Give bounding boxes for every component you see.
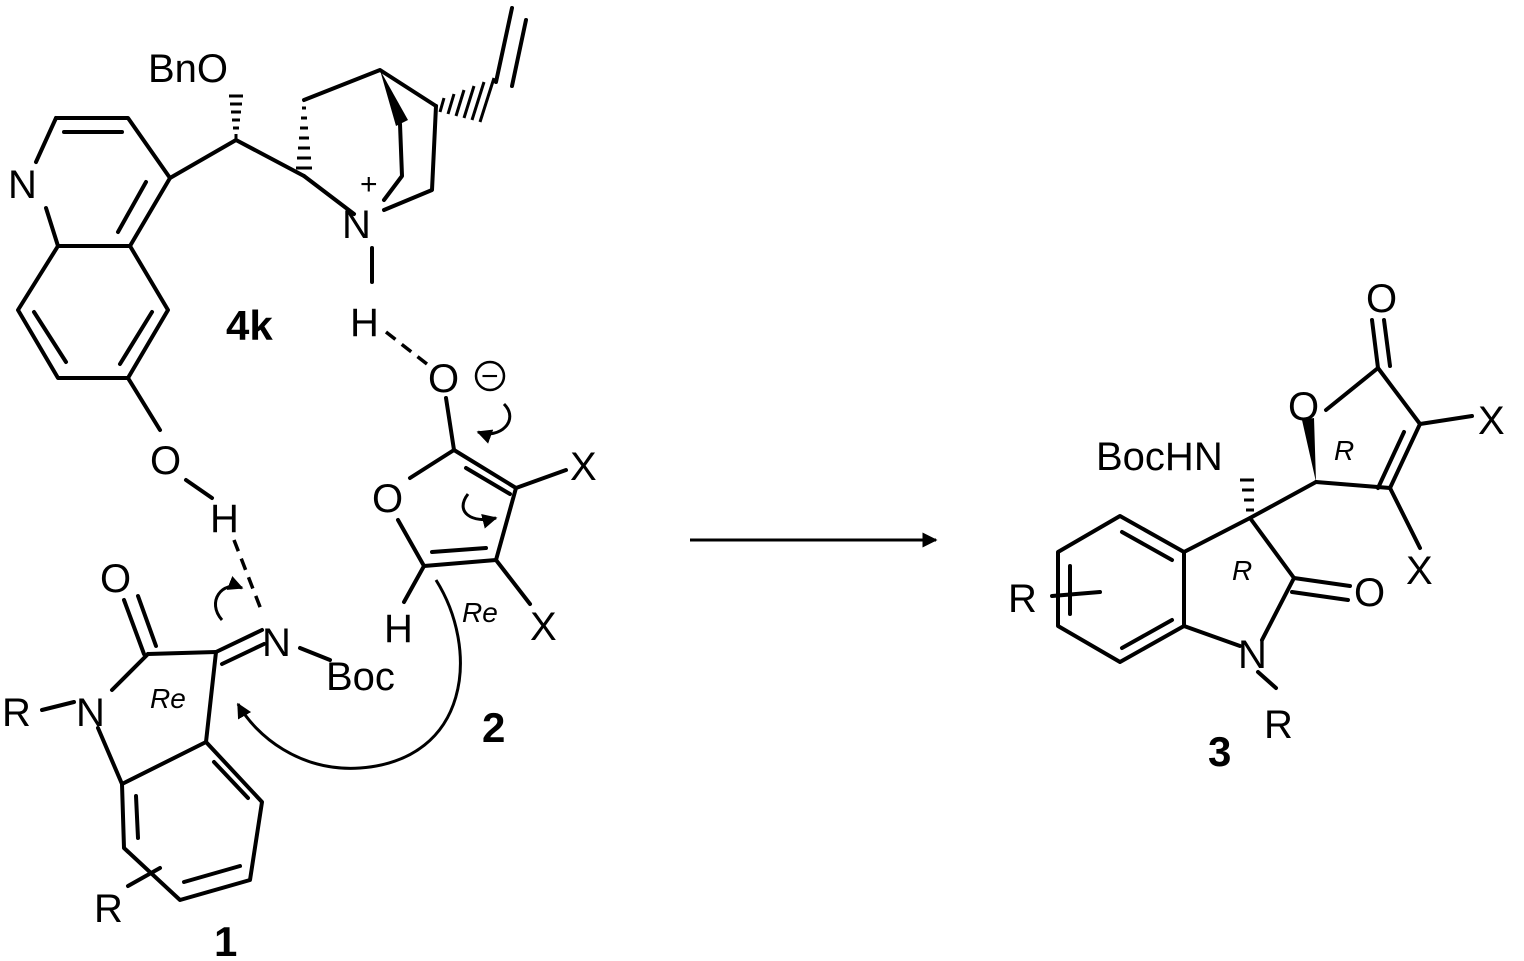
x-label-3: X	[1478, 399, 1505, 443]
minus-charge-circle	[474, 360, 506, 392]
product-ring-r-label: R	[1008, 577, 1037, 621]
oxindole-o-label: O	[1354, 571, 1385, 615]
vinyl-group	[438, 6, 528, 123]
n-plus-charge: +	[360, 168, 378, 201]
furan-ring-bonds	[396, 448, 568, 606]
re-face-label-1: Re	[150, 683, 186, 714]
compound-2: O − O X X H Re 2	[236, 357, 597, 770]
re-face-label-2: Re	[462, 597, 498, 628]
compound-4k-label: 4k	[226, 302, 273, 349]
vinylic-h-label: H	[384, 607, 413, 651]
phenol-o-label: O	[150, 439, 181, 483]
bno-label: BnO	[148, 47, 228, 91]
x-label-1: X	[570, 445, 597, 489]
co-double-2	[136, 594, 158, 648]
ring-substituent-r-label: R	[94, 887, 123, 931]
r-config-label-2: R	[1232, 555, 1252, 586]
o-c2-bond	[444, 396, 456, 452]
quinuclidine-hash	[296, 106, 312, 170]
electron-arrow-1	[476, 402, 512, 444]
minus-charge: −	[481, 360, 499, 393]
hbond-nh-to-o	[384, 330, 434, 370]
lactone-o-label: O	[1288, 385, 1319, 429]
compound-2-label: 2	[482, 704, 505, 751]
attack-arrow	[236, 579, 462, 770]
compound-1-label: 1	[214, 918, 237, 961]
product-n-r-label: R	[1264, 703, 1293, 747]
o-h-bond	[184, 478, 214, 500]
compound-3-label: 3	[1208, 728, 1231, 775]
x-label-4: X	[1406, 549, 1433, 593]
co-double-1	[122, 598, 146, 656]
catalyst-4k: N BnO	[8, 6, 528, 541]
amide-n-label: N	[76, 691, 105, 735]
quinuclidine-bonds	[302, 68, 438, 216]
imine-n-label: N	[262, 621, 291, 665]
carbinol-hash-bond	[229, 94, 243, 140]
nh-h-label: H	[350, 301, 379, 345]
c9-c8-bond	[234, 138, 306, 178]
compound-1: O N Boc N R R Re 1	[2, 557, 395, 961]
product-n-label: N	[1238, 633, 1267, 677]
phenol-h-label: H	[210, 497, 239, 541]
carbonyl-o-label: O	[100, 557, 131, 601]
product-hash-bond	[1240, 478, 1254, 512]
enolate-o-label: O	[428, 357, 459, 401]
r-config-label-1: R	[1334, 435, 1354, 466]
hbond-oh-to-n	[232, 539, 264, 613]
boc-label: Boc	[326, 655, 395, 699]
quinoline-n-label: N	[8, 163, 37, 207]
oxindole-bonds	[40, 628, 332, 902]
imine-arrow	[214, 576, 244, 621]
n-substituent-r-label: R	[2, 691, 31, 735]
product-bonds	[1050, 318, 1474, 690]
product-bold-wedge	[1302, 418, 1316, 482]
quinoline-bonds	[16, 116, 238, 432]
bochn-label: BocHN	[1096, 435, 1223, 479]
compound-3: O O X X O BocHN N R R R R 3	[1008, 277, 1505, 775]
quinuclidine-n-label: N	[342, 203, 371, 247]
x-label-2: X	[530, 605, 557, 649]
carbonyl-o-label-3: O	[1366, 277, 1397, 321]
electron-arrow-2	[461, 493, 498, 529]
ring-o-label: O	[372, 477, 403, 521]
